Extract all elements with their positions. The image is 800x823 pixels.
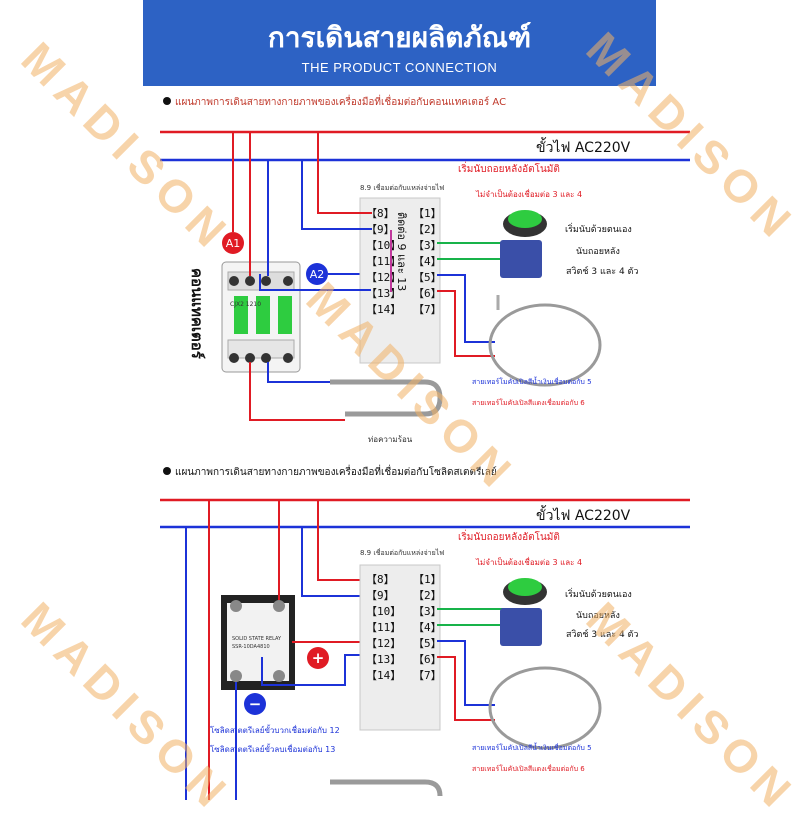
manual-1b: นับถอยหลัง bbox=[576, 247, 620, 257]
wire-heater-red bbox=[249, 362, 345, 421]
plus-badge bbox=[307, 647, 329, 669]
terminal-right-3: 【3】 bbox=[413, 605, 442, 618]
terminal-left-10: 【10】 bbox=[366, 605, 401, 618]
terminal-right-4: 【4】 bbox=[413, 255, 442, 268]
terminals-left-1: 【8】【9】【10】【11】【12】【13】【14】 bbox=[366, 207, 401, 316]
power-label-1: ขั้วไฟ AC220V bbox=[536, 137, 631, 156]
terminal-left-14: 【14】 bbox=[366, 669, 401, 682]
terminal-left-11: 【11】 bbox=[366, 255, 401, 268]
header-banner: การเดินสายผลิตภัณฑ์ THE PRODUCT CONNECTI… bbox=[143, 0, 656, 86]
svg-text:+: + bbox=[312, 649, 325, 667]
contact-913-label: ติดต่อ 9 และ 13 bbox=[395, 212, 408, 291]
terminal-right-7: 【7】 bbox=[413, 303, 442, 316]
terminal-left-8: 【8】 bbox=[366, 573, 395, 586]
thermocouple-2 bbox=[488, 666, 602, 750]
svg-text:A2: A2 bbox=[310, 268, 325, 281]
sensor-blue-1: สายเทอร์โมคัปเปิลสีน้ำเงินเชื่อมต่อกับ 5 bbox=[472, 375, 592, 386]
terminal-left-12: 【12】 bbox=[366, 271, 401, 284]
terminal-left-13: 【13】 bbox=[366, 287, 401, 300]
terminals-right-1: 【1】【2】【3】【4】【5】【6】【7】 bbox=[413, 207, 442, 316]
wire-t8 bbox=[317, 132, 372, 214]
sensor-blue-2: สายเทอร์โมคัปเปิลสีน้ำเงินเชื่อมต่อกับ 5 bbox=[472, 741, 592, 752]
thermocouple-1 bbox=[488, 303, 602, 387]
svg-text:A1: A1 bbox=[226, 237, 241, 250]
terminal-right-2: 【2】 bbox=[413, 223, 442, 236]
wiring-diagram: แผนภาพการเดินสายทางกายภาพของเครื่องมือที… bbox=[160, 94, 690, 800]
header-title-th: การเดินสายผลิตภัณฑ์ bbox=[267, 21, 532, 54]
svg-text:8.9 เชื่อมต่อกับแหล่งจ่ายไฟ: 8.9 เชื่อมต่อกับแหล่งจ่ายไฟ bbox=[360, 183, 444, 192]
contactor: CJX2 1210 bbox=[221, 261, 301, 373]
terminal-left-13: 【13】 bbox=[366, 653, 401, 666]
wire-t6 bbox=[437, 290, 495, 357]
svg-text:CJX2 1210: CJX2 1210 bbox=[230, 301, 261, 308]
terminal-right-1: 【1】 bbox=[413, 573, 442, 586]
terminal-left-14: 【14】 bbox=[366, 303, 401, 316]
wire-t5 bbox=[437, 274, 495, 343]
heater-label: ท่อความร้อน bbox=[368, 435, 413, 444]
wire-t13 bbox=[259, 274, 371, 291]
terminal-right-6: 【6】 bbox=[413, 653, 442, 666]
wire-t9 bbox=[301, 160, 372, 230]
bullet-1 bbox=[163, 97, 171, 105]
manual-1c: สวิตช์ 3 และ 4 ตัว bbox=[566, 265, 638, 277]
terminal-left-10: 【10】 bbox=[366, 239, 401, 252]
terminal-left-8: 【8】 bbox=[366, 207, 395, 220]
ssr-pos-note: โซลิดสเตตรีเลย์ขั้วบวกเชื่อมต่อกับ 12 bbox=[210, 724, 340, 735]
contactor-label: คอนแทคเตอร์ bbox=[188, 268, 206, 360]
heater-tube-1 bbox=[330, 379, 443, 417]
terminal-right-7: 【7】 bbox=[413, 669, 442, 682]
push-button-1 bbox=[500, 210, 547, 278]
terminal-right-4: 【4】 bbox=[413, 621, 442, 634]
wire2-t8 bbox=[317, 500, 372, 581]
badge-a2 bbox=[306, 263, 328, 285]
terminals-left-2: 【8】【9】【10】【11】【12】【13】【14】 bbox=[366, 573, 401, 682]
ssr-neg-note: โซลิดสเตตรีเลย์ขั้วลบเชื่อมต่อกับ 13 bbox=[210, 743, 335, 754]
terminal-left-9: 【9】 bbox=[366, 223, 395, 236]
svg-text:SOLID STATE RELAY: SOLID STATE RELAY bbox=[232, 636, 282, 642]
power-label-2: ขั้วไฟ AC220V bbox=[536, 505, 631, 524]
terminal-right-2: 【2】 bbox=[413, 589, 442, 602]
badge-a1 bbox=[222, 232, 244, 254]
solid-state-relay: SOLID STATE RELAY SSR-10DA4810 bbox=[221, 595, 295, 690]
wire2-t9 bbox=[301, 527, 372, 597]
controller-2 bbox=[359, 564, 441, 731]
no-connect-2: ไม่จำเป็นต้องเชื่อมต่อ 3 และ 4 bbox=[475, 556, 582, 567]
wire2-t13 bbox=[261, 654, 372, 686]
svg-text:−: − bbox=[249, 695, 262, 713]
section2-heading: แผนภาพการเดินสายทางกายภาพของเครื่องมือที… bbox=[175, 464, 497, 478]
manual-2a: เริ่มนับด้วยตนเอง bbox=[565, 587, 632, 600]
terminal-right-1: 【1】 bbox=[413, 207, 442, 220]
terminal-right-3: 【3】 bbox=[413, 239, 442, 252]
terminal-right-5: 【5】 bbox=[413, 271, 442, 284]
wire-heater-blue bbox=[267, 362, 330, 383]
svg-text:SSR-10DA4810: SSR-10DA4810 bbox=[232, 644, 270, 650]
section1-heading: แผนภาพการเดินสายทางกายภาพของเครื่องมือที… bbox=[175, 94, 506, 108]
sensor-red-2: สายเทอร์โมคัปเปิลสีแดงเชื่อมต่อกับ 6 bbox=[472, 764, 585, 773]
auto-start-1: เริ่มนับถอยหลังอัตโนมัติ bbox=[458, 161, 560, 175]
terminal-right-6: 【6】 bbox=[413, 287, 442, 300]
terminal-left-12: 【12】 bbox=[366, 637, 401, 650]
terminal-left-11: 【11】 bbox=[366, 621, 401, 634]
supply-note-2: 8.9 เชื่อมต่อกับแหล่งจ่ายไฟ bbox=[360, 548, 444, 557]
push-button-2 bbox=[500, 578, 547, 646]
terminal-left-9: 【9】 bbox=[366, 589, 395, 602]
wire2-t5 bbox=[437, 640, 495, 706]
manual-2c: สวิตช์ 3 และ 4 ตัว bbox=[566, 628, 638, 640]
terminal-right-5: 【5】 bbox=[413, 637, 442, 650]
header-title-en: THE PRODUCT CONNECTION bbox=[301, 60, 498, 75]
wire2-t6 bbox=[437, 656, 495, 721]
auto-start-2: เริ่มนับถอยหลังอัตโนมัติ bbox=[458, 529, 560, 543]
heater-tube-2 bbox=[330, 779, 443, 797]
terminals-right-2: 【1】【2】【3】【4】【5】【6】【7】 bbox=[413, 573, 442, 682]
minus-badge bbox=[244, 693, 266, 715]
bullet-2 bbox=[163, 467, 171, 475]
controller-1: 8.9 เชื่อมต่อกับแหล่งจ่ายไฟ bbox=[359, 183, 444, 364]
sensor-red-1: สายเทอร์โมคัปเปิลสีแดงเชื่อมต่อกับ 6 bbox=[472, 398, 585, 407]
manual-1a: เริ่มนับด้วยตนเอง bbox=[565, 222, 632, 235]
no-connect-1: ไม่จำเป็นต้องเชื่อมต่อ 3 และ 4 bbox=[475, 188, 582, 199]
manual-2b: นับถอยหลัง bbox=[576, 611, 620, 621]
